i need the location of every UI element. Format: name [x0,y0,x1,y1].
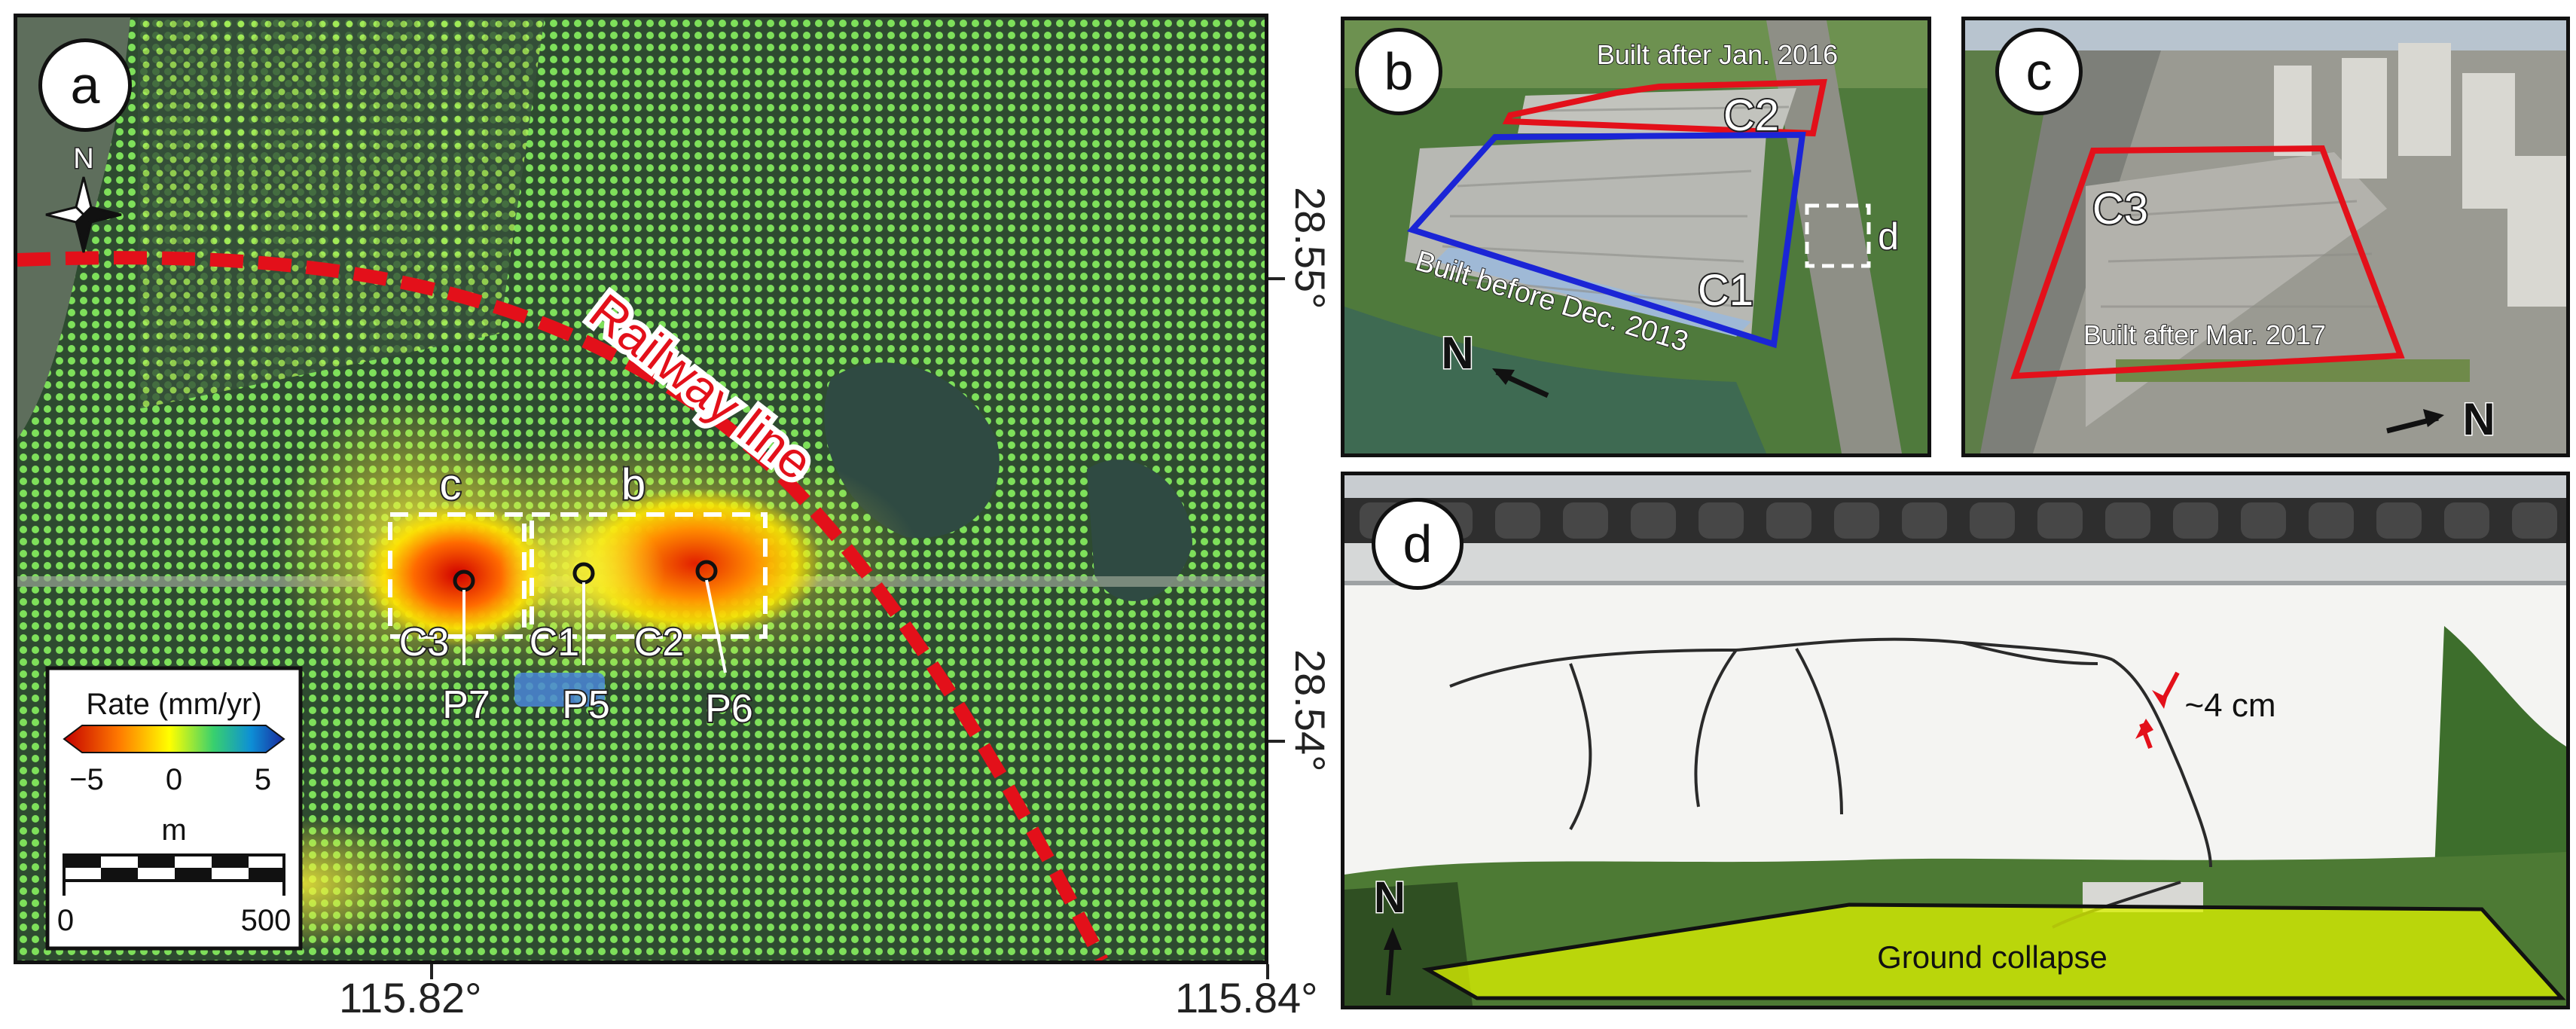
legend-zero: 0 [166,763,182,796]
north-label-c: N [2462,394,2495,444]
legend-min: −5 [69,763,104,796]
built-after-2017: Built after Mar. 2017 [2083,319,2326,350]
lon-label-2: 115.84° [1175,974,1318,1021]
scale-min: 0 [57,904,74,937]
wall-crack [1449,637,2212,929]
north-arrow-b-icon [1492,368,1549,398]
scale-unit: m [161,814,186,847]
outline-c2 [1502,78,1827,137]
label-c2: C2 [1723,91,1779,140]
box-b [530,512,768,639]
panel-c-label: c [1995,28,2083,115]
ground-collapse-label: Ground collapse [1877,939,2107,975]
outline-c1 [1406,131,1806,349]
panel-b-label: b [1355,28,1442,115]
north-arrow-c-icon [2386,409,2444,434]
lon-label-1: 115.82° [339,974,482,1021]
panel-b-svg: d C2 C1 Built after Jan. 2016 Built befo… [1344,20,1927,453]
rate-legend: Rate (mm/yr) −5 0 5 m [45,666,303,951]
lat-tick-2 [1268,740,1285,743]
lat-tick-1 [1268,277,1285,280]
legend-title: Rate (mm/yr) [86,688,261,721]
box-c-label: c [440,460,462,509]
panel-a-map: Railway line c b C3 C1 C2 P7 P5 P6 N Rat… [14,14,1268,964]
north-label-b: N [1441,328,1473,378]
panel-d-label: d [1372,498,1463,590]
scale-bar [63,853,285,896]
panel-d-svg: ~4 cm Ground collapse N [1344,475,2566,1006]
point-label-p6: P6 [705,687,753,731]
box-d-label: d [1878,215,1899,258]
north-arrow-icon [45,176,122,253]
panel-c-photo: C3 Built after Mar. 2017 N c [1961,17,2570,457]
box-d [1805,203,1871,268]
outline-c3 [2010,145,2405,380]
lat-label-2: 28.54° [1286,649,1334,772]
crack-width-label: ~4 cm [2184,687,2275,724]
north-label-d: N [1374,873,1406,922]
legend-colorbar [63,725,285,753]
north-label: N [73,143,93,175]
lon-tick-1 [430,964,433,979]
panel-a-svg: Railway line c b C3 C1 C2 P7 P5 P6 N Rat… [17,17,1265,960]
box-c [388,512,526,639]
point-label-p7: P7 [442,683,490,727]
north-arrow-d-icon [1384,927,1402,996]
crack-width-arrows-icon [2135,671,2180,750]
legend-max: 5 [255,763,271,796]
scale-max: 500 [241,904,291,937]
site-label-c3: C3 [399,621,449,664]
railway-line [17,251,1109,960]
lon-tick-2 [1266,964,1269,979]
site-label-c2: C2 [634,621,684,664]
ground-collapse-area [1421,902,2566,1000]
built-after-2016: Built after Jan. 2016 [1597,39,1838,70]
point-label-p5: P5 [562,683,610,727]
site-label-c1: C1 [530,621,579,664]
panel-d-photo: ~4 cm Ground collapse N d [1341,472,2570,1009]
box-b-label: b [621,460,646,509]
panel-b-photo: d C2 C1 Built after Jan. 2016 Built befo… [1341,17,1931,457]
lat-label-1: 28.55° [1286,187,1334,310]
label-c3: C3 [2092,185,2148,234]
panel-a-label: a [38,38,132,132]
label-c1: C1 [1698,266,1753,315]
